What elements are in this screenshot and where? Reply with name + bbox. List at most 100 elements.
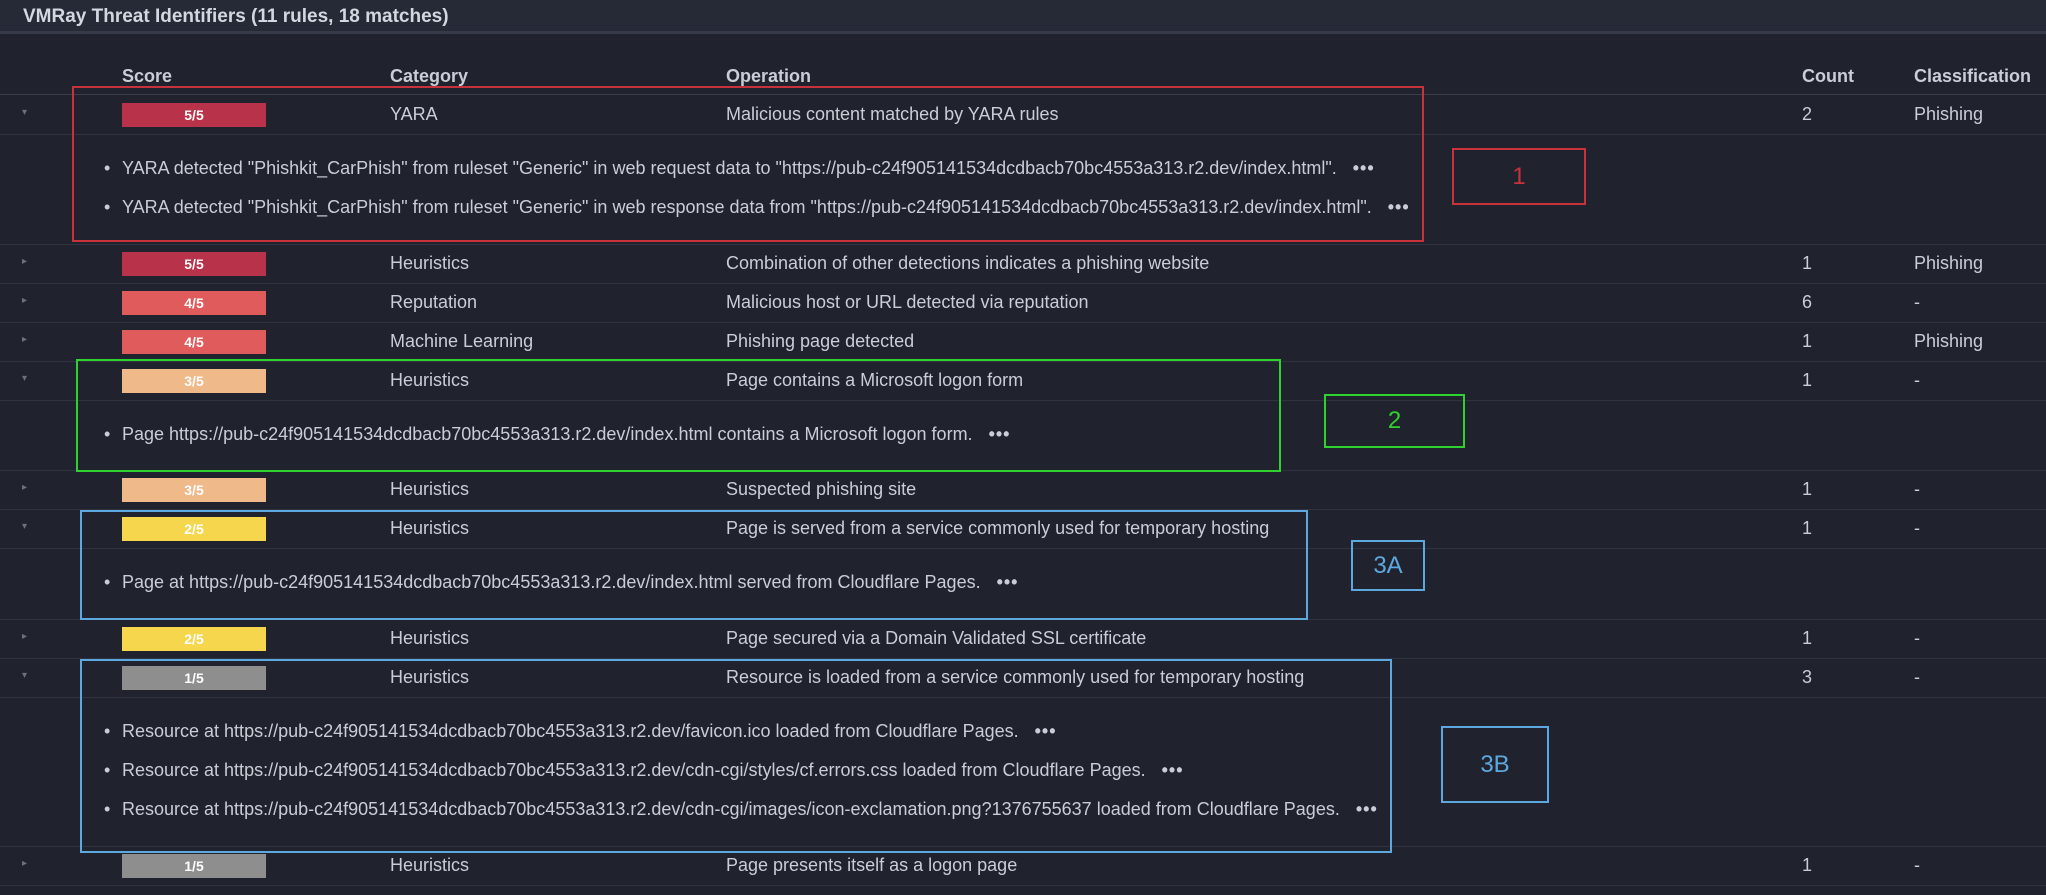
category-cell: Heuristics [390,667,470,687]
more-options-icon[interactable]: ••• [1387,197,1410,217]
category-cell: Machine Learning [390,331,534,351]
operation-cell: Page presents itself as a logon page [726,855,1018,875]
annotation-box-3a [80,510,1308,620]
annotation-box-1 [72,86,1424,242]
operation-cell: Malicious host or URL detected via reput… [726,292,1089,312]
score-badge: 2/5 [122,627,266,651]
annotation-label-3b: 3B [1441,726,1549,803]
bullet-icon: • [104,424,111,444]
classification-cell: Phishing [1914,331,1984,351]
operation-cell: Page is served from a service commonly u… [726,518,1270,538]
operation-cell: Combination of other detections indicate… [726,253,1210,273]
more-options-icon[interactable]: ••• [1034,721,1057,741]
category-cell: Heuristics [390,253,470,273]
row-details: •Resource at https://pub-c24f905141534dc… [0,698,2046,847]
table-row[interactable]: ▸ 2/5 Heuristics Page secured via a Doma… [0,619,2046,659]
more-options-icon[interactable]: ••• [1161,760,1184,780]
detail-item: •Page https://pub-c24f905141534dcdbacb70… [104,424,1011,444]
column-classification[interactable]: Classification [1914,66,2032,86]
detail-item: •Resource at https://pub-c24f905141534dc… [104,760,1184,780]
annotation-label-3a: 3A [1351,540,1425,591]
count-cell: 1 [1802,331,1813,351]
panel-header[interactable]: VMRay Threat Identifiers (11 rules, 18 m… [0,0,2046,34]
count-cell: 1 [1802,855,1813,875]
caret-down-icon[interactable]: ▾ [22,670,28,681]
column-count[interactable]: Count [1802,66,1854,86]
bullet-icon: • [104,721,111,741]
count-cell: 6 [1802,292,1813,312]
detail-item: •Resource at https://pub-c24f905141534dc… [104,721,1057,741]
category-cell: Heuristics [390,518,470,538]
table-row[interactable]: ▸ 4/5 Machine Learning Phishing page det… [0,322,2046,362]
operation-cell: Phishing page detected [726,331,915,351]
table-row[interactable]: ▾ 5/5 YARA Malicious content matched by … [0,95,2046,135]
category-cell: Heuristics [390,855,470,875]
column-score[interactable]: Score [122,66,173,86]
bullet-icon: • [104,158,111,178]
category-cell: YARA [390,104,438,124]
operation-cell: Page secured via a Domain Validated SSL … [726,628,1147,648]
more-options-icon[interactable]: ••• [988,424,1011,444]
count-cell: 1 [1802,370,1813,390]
operation-cell: Malicious content matched by YARA rules [726,104,1059,124]
column-category[interactable]: Category [390,66,469,86]
score-badge: 3/5 [122,369,266,393]
count-cell: 1 [1802,518,1813,538]
table-row[interactable]: ▸ 3/5 Heuristics Suspected phishing site… [0,470,2046,510]
annotation-label-1: 1 [1452,148,1586,205]
table-row[interactable]: ▸ 5/5 Heuristics Combination of other de… [0,244,2046,284]
caret-down-icon[interactable]: ▾ [22,373,28,384]
count-cell: 2 [1802,104,1813,124]
category-cell: Reputation [390,292,478,312]
count-cell: 1 [1802,628,1813,648]
caret-right-icon[interactable]: ▸ [22,334,28,345]
annotation-label-2: 2 [1324,394,1465,448]
detail-item: •YARA detected "Phishkit_CarPhish" from … [104,158,1375,178]
more-options-icon[interactable]: ••• [1352,158,1375,178]
operation-cell: Page contains a Microsoft logon form [726,370,1024,390]
score-badge: 5/5 [122,103,266,127]
score-badge: 3/5 [122,478,266,502]
caret-right-icon[interactable]: ▸ [22,482,28,493]
category-cell: Heuristics [390,479,470,499]
classification-cell: - [1914,667,1920,687]
annotation-box-3b [80,659,1392,853]
more-options-icon[interactable]: ••• [996,572,1019,592]
detail-item: •Page at https://pub-c24f905141534dcdbac… [104,572,1019,592]
caret-right-icon[interactable]: ▸ [22,858,28,869]
classification-cell: - [1914,292,1920,312]
classification-cell: - [1914,479,1920,499]
column-operation[interactable]: Operation [726,66,812,86]
caret-right-icon[interactable]: ▸ [22,256,28,267]
bullet-icon: • [104,799,111,819]
caret-right-icon[interactable]: ▸ [22,295,28,306]
annotation-box-2 [76,359,1281,472]
classification-cell: Phishing [1914,104,1984,124]
bullet-icon: • [104,572,111,592]
table-row[interactable]: ▸ 4/5 Reputation Malicious host or URL d… [0,283,2046,323]
caret-down-icon[interactable]: ▾ [22,107,28,118]
table-row[interactable]: ▾ 1/5 Heuristics Resource is loaded from… [0,658,2046,698]
classification-cell: - [1914,518,1920,538]
classification-cell: - [1914,628,1920,648]
caret-down-icon[interactable]: ▾ [22,521,28,532]
table-row[interactable]: ▾ 3/5 Heuristics Page contains a Microso… [0,361,2046,401]
row-details: •YARA detected "Phishkit_CarPhish" from … [0,135,2046,245]
bullet-icon: • [104,760,111,780]
operation-cell: Resource is loaded from a service common… [726,667,1305,687]
category-cell: Heuristics [390,628,470,648]
more-options-icon[interactable]: ••• [1355,799,1378,819]
caret-right-icon[interactable]: ▸ [22,631,28,642]
count-cell: 3 [1802,667,1813,687]
score-badge: 5/5 [122,252,266,276]
count-cell: 1 [1802,479,1813,499]
table-row[interactable]: ▾ 2/5 Heuristics Page is served from a s… [0,509,2046,549]
table-header: Score Category Operation Count Classific… [0,58,2046,95]
score-badge: 1/5 [122,854,266,878]
category-cell: Heuristics [390,370,470,390]
detail-item: •Resource at https://pub-c24f905141534dc… [104,799,1378,819]
table-row[interactable]: ▸ 1/5 Heuristics Page presents itself as… [0,846,2046,886]
classification-cell: - [1914,370,1920,390]
score-badge: 1/5 [122,666,266,690]
score-badge: 4/5 [122,330,266,354]
